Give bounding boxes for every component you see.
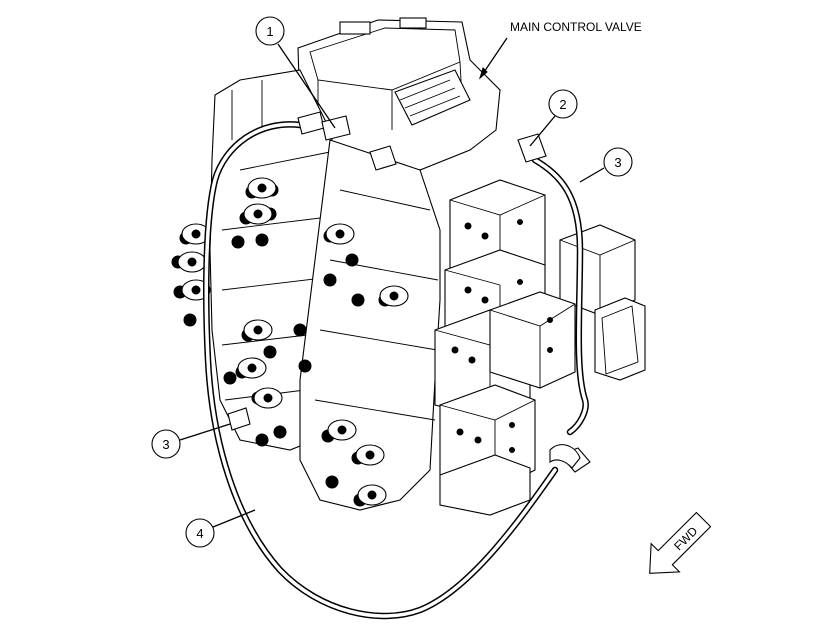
hose-1: [203, 121, 559, 620]
callout-2: 3: [579, 147, 633, 183]
svg-text:3: 3: [162, 437, 169, 452]
callout-4: 3: [151, 423, 231, 459]
solenoid-connectors: [171, 177, 409, 507]
callout-3-upper: 1: [255, 16, 336, 129]
callout-3-right: 2: [529, 89, 578, 147]
svg-text:1: 1: [266, 24, 273, 39]
main-control-valve-label: MAIN CONTROL VALVE: [510, 20, 642, 34]
callout-1: 4: [185, 509, 256, 548]
hose-fittings: [227, 111, 547, 431]
fwd-arrow-icon: FWD: [649, 511, 712, 574]
svg-text:3: 3: [614, 155, 621, 170]
svg-text:4: 4: [196, 526, 203, 541]
hose-2: [531, 156, 591, 473]
svg-text:2: 2: [559, 97, 566, 112]
